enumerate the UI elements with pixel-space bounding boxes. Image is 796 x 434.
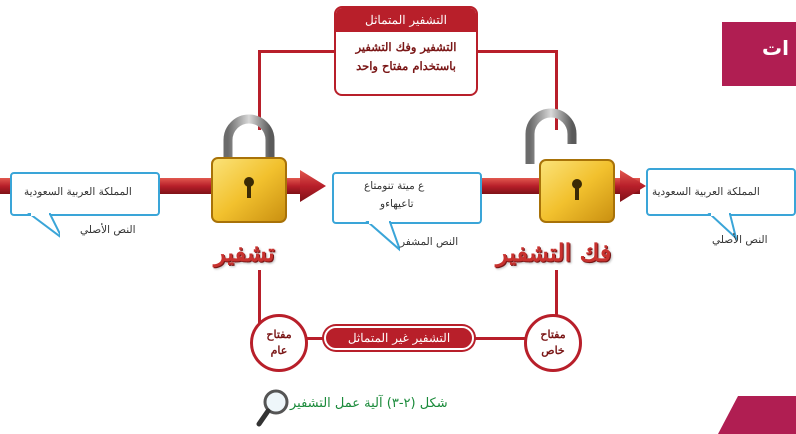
asymmetric-label: التشفير غير المتماثل <box>324 326 474 350</box>
symmetric-desc-line2: باستخدام مفتاح واحد <box>356 59 456 73</box>
public-key-line1: مفتاح <box>266 328 292 341</box>
right-bubble-text: المملكة العربية السعودية <box>652 186 760 198</box>
arrow-middle <box>470 178 540 194</box>
figure-caption: شكل (٢-٣) آلية عمل التشفير <box>290 396 448 411</box>
padlock-open-icon <box>525 108 615 223</box>
symmetric-title: التشفير المتماثل <box>336 8 476 32</box>
symmetric-desc-line1: التشفير وفك التشفير <box>355 40 457 54</box>
public-key-line2: عام <box>270 344 288 357</box>
middle-bubble-line2: ﺗﺎﻋﻴﻬﺎﺀﻭ <box>380 198 414 210</box>
symmetric-description: التشفير وفك التشفير باستخدام مفتاح واحد <box>336 32 476 76</box>
private-key-circle: مفتاح خاص <box>524 314 582 372</box>
private-key-line1: مفتاح <box>540 328 566 341</box>
bubble-tail-left <box>27 212 60 238</box>
private-key-line2: خاص <box>541 344 565 357</box>
bubble-tail-middle <box>365 220 400 252</box>
cipher-text-bubble <box>332 172 482 224</box>
middle-caption: النص المشفر <box>400 236 459 248</box>
section-tab <box>722 22 796 86</box>
original-text-bubble-left <box>10 172 160 216</box>
middle-bubble-line1: ع ﻣﻴﺘﺔ ﺗﻨﻮﻣﺘﺎﻉ <box>364 180 425 192</box>
corner-accent <box>718 396 796 434</box>
decrypt-label: فك التشفير <box>496 238 612 267</box>
left-caption: النص الأصلي <box>80 224 136 236</box>
magnifier-icon <box>256 389 289 427</box>
padlock-closed-icon <box>211 114 287 223</box>
encrypt-label: تشفير <box>214 238 275 267</box>
right-caption: النص الأصلي <box>712 234 768 246</box>
section-tab-text: ات <box>762 36 789 60</box>
left-bubble-text: المملكة العربية السعودية <box>24 186 132 198</box>
bubble-tail-right <box>707 212 738 242</box>
symmetric-box: التشفير المتماثل التشفير وفك التشفير باس… <box>334 6 478 96</box>
public-key-circle: مفتاح عام <box>250 314 308 372</box>
